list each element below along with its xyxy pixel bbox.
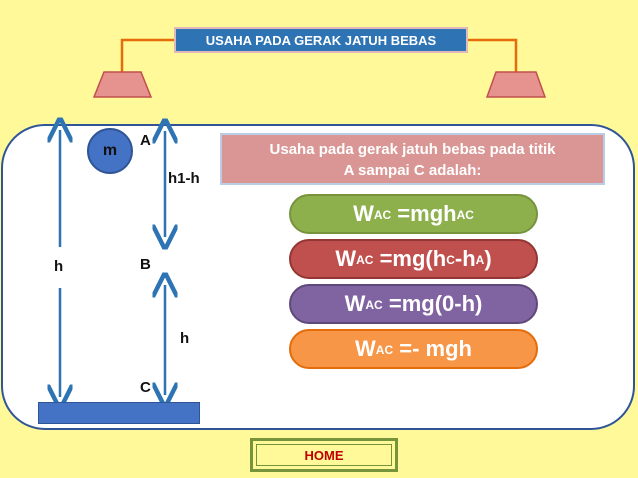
mass-label: m: [102, 142, 118, 159]
point-a-label: A: [140, 132, 151, 149]
home-button-frame: [256, 444, 392, 466]
mass-ball: m: [87, 128, 133, 174]
left-trapezoid: [92, 71, 153, 98]
home-button[interactable]: HOME: [250, 438, 398, 472]
description-box: Usaha pada gerak jatuh bebas pada titik …: [220, 133, 605, 185]
point-b-label: B: [140, 256, 151, 273]
point-c-label: C: [140, 379, 151, 396]
height-bc-label: h: [180, 330, 190, 347]
home-button-label: HOME: [304, 447, 344, 463]
height-ab-label: h1-h: [168, 170, 200, 187]
right-trapezoid: [485, 71, 547, 98]
ground-block: [38, 402, 200, 424]
description-line-2: A sampai C adalah:: [343, 162, 482, 179]
description-line-1: Usaha pada gerak jatuh bebas pada titik: [269, 141, 556, 158]
slide-title: USAHA PADA GERAK JATUH BEBAS: [174, 27, 468, 53]
height-total-label: h: [54, 258, 64, 275]
